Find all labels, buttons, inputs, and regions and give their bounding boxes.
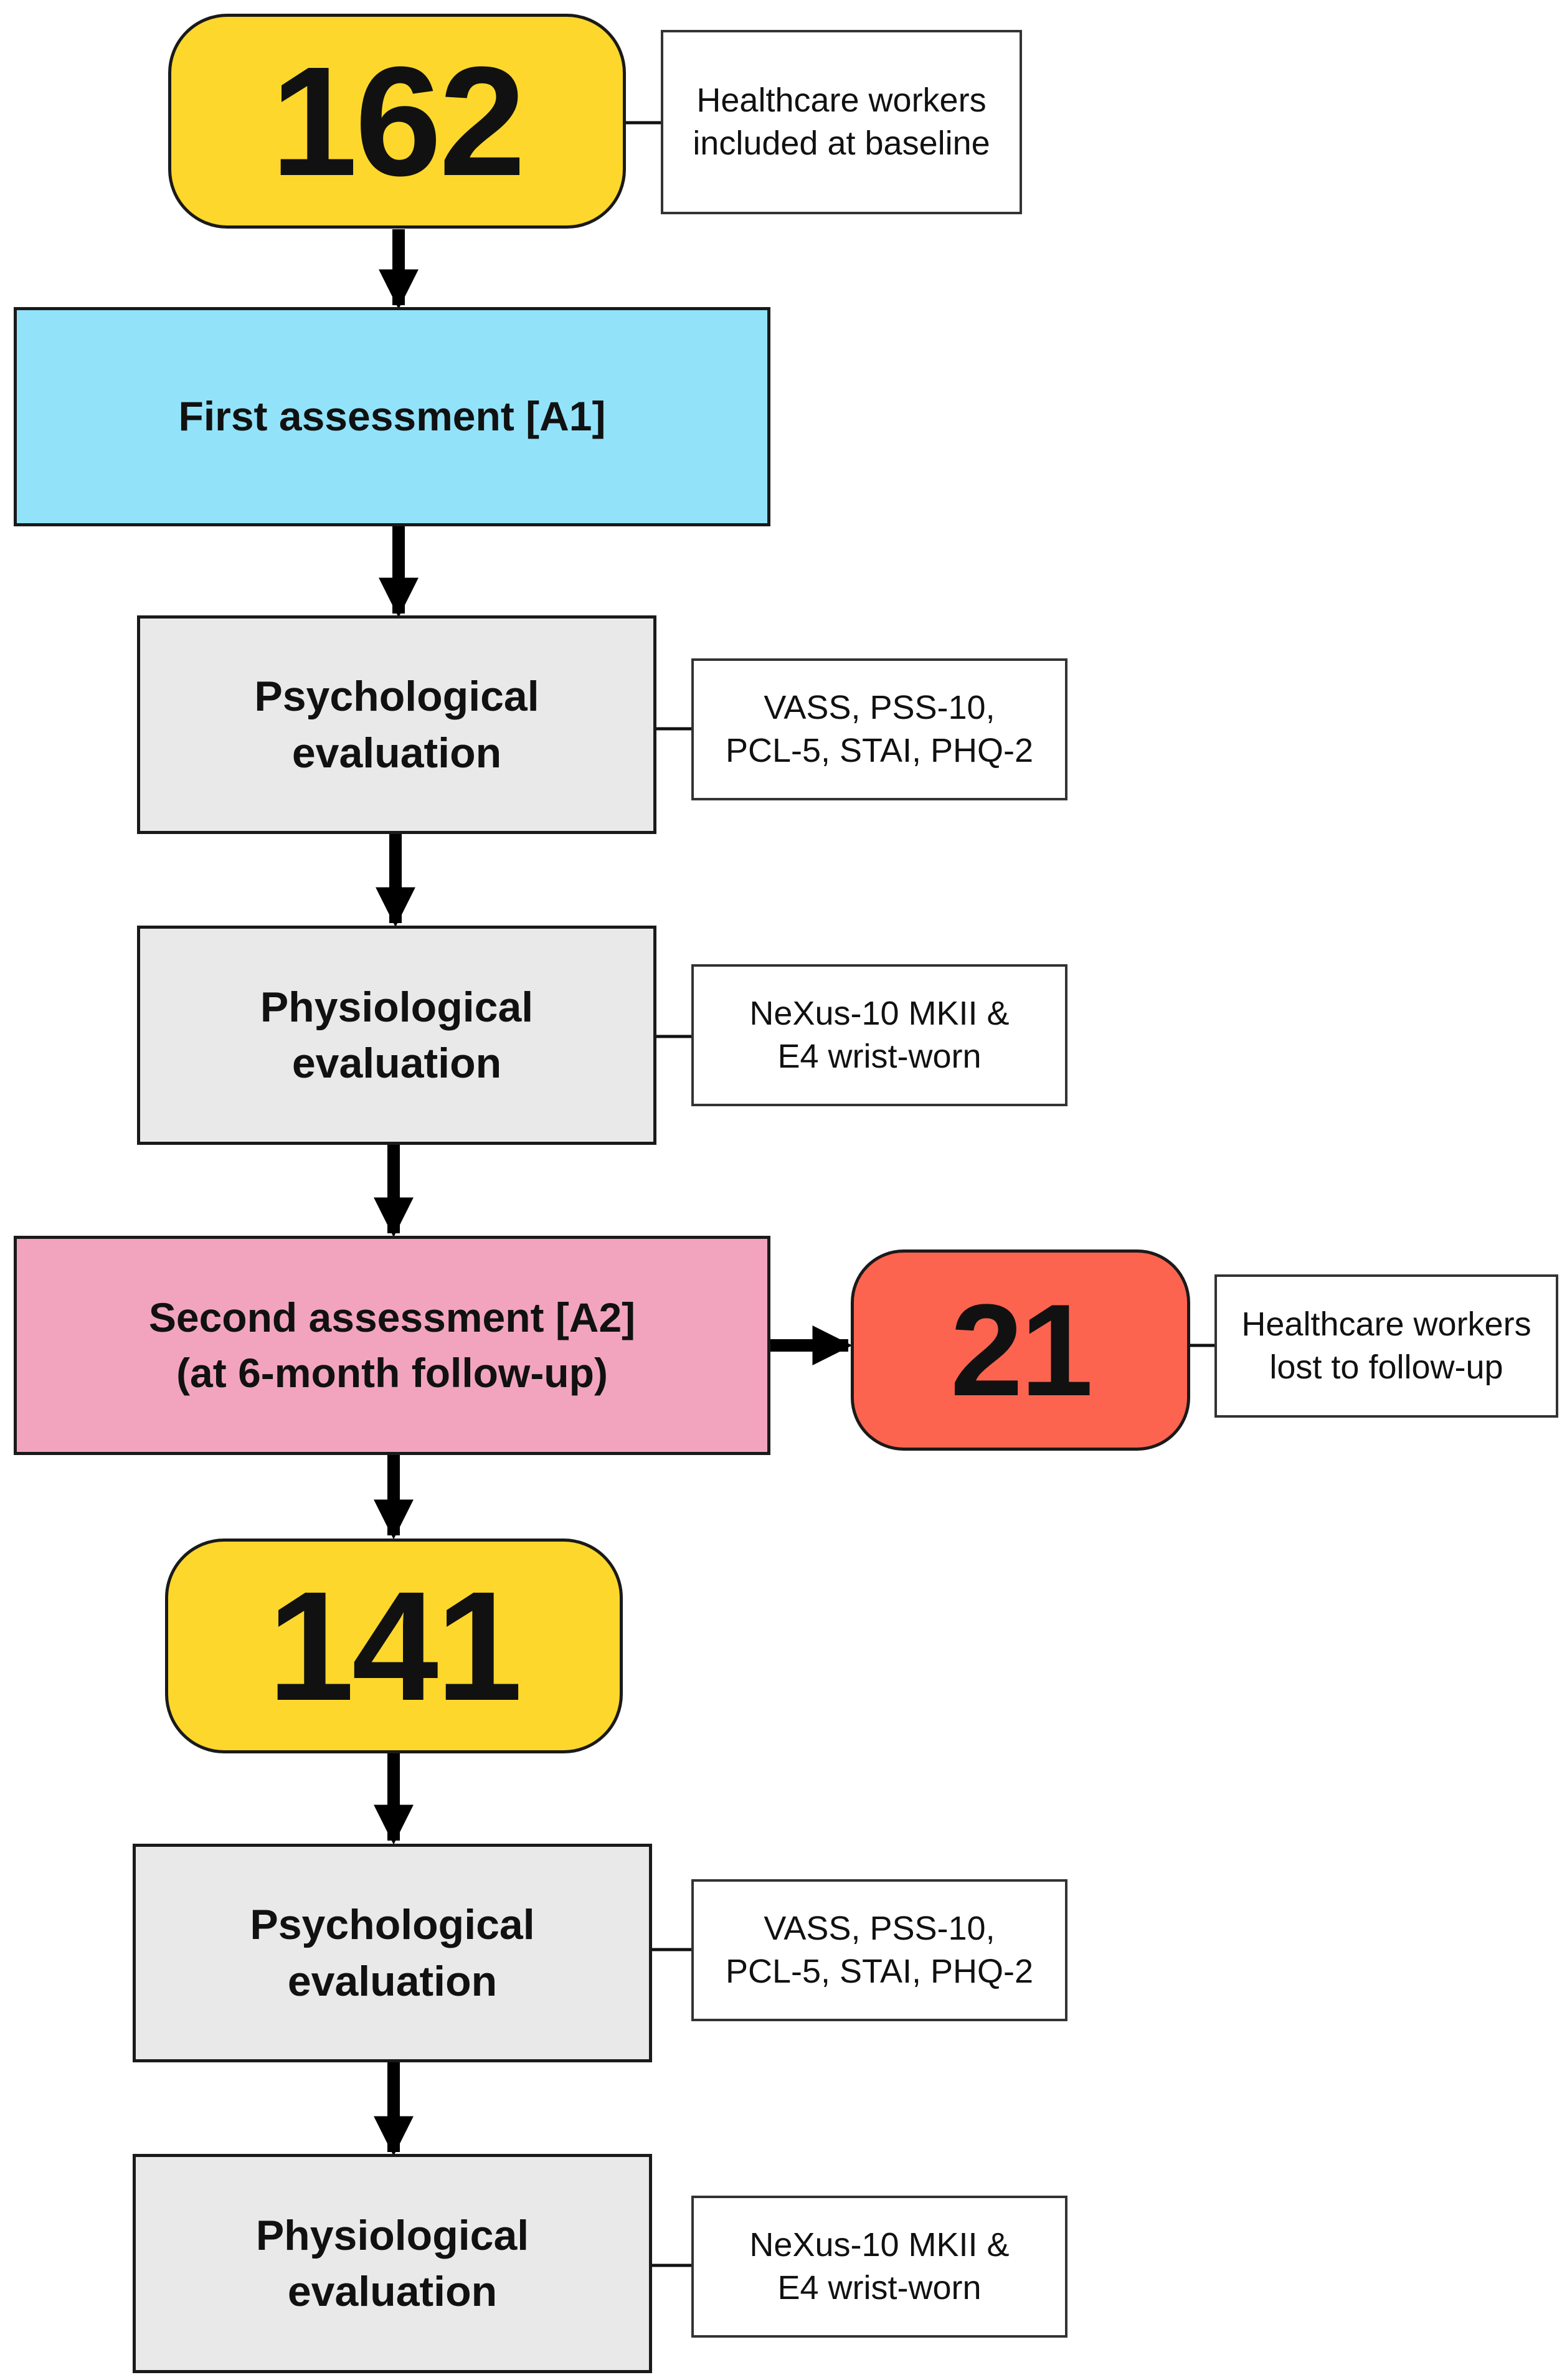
a2-physiological-note: NeXus-10 MKII & E4 wrist-worn [691,2196,1067,2338]
lost-count-box: 21 [851,1249,1190,1451]
second-assessment-box: Second assessment [A2] (at 6-month follo… [14,1236,770,1455]
a1-physiological-box: Physiological evaluation [137,926,656,1145]
a1-physiological-note: NeXus-10 MKII & E4 wrist-worn [691,964,1067,1106]
a1-psychological-note: VASS, PSS-10, PCL-5, STAI, PHQ-2 [691,658,1067,800]
a2-physiological-box: Physiological evaluation [133,2154,652,2373]
a1-physiological-note-line1: NeXus-10 MKII & [749,994,1010,1032]
a2-psychological-note-line1: VASS, PSS-10, [764,1909,995,1947]
baseline-count-box: 162 [168,14,626,229]
a2-physiological-note-line1: NeXus-10 MKII & [749,2226,1010,2264]
second-assessment-label-line2: (at 6-month follow-up) [176,1350,608,1396]
a2-physiological-label-line2: evaluation [287,2268,498,2315]
followup-count: 141 [267,1558,523,1733]
first-assessment-label: First assessment [A1] [178,393,606,440]
a2-psychological-note: VASS, PSS-10, PCL-5, STAI, PHQ-2 [691,1879,1067,2021]
a2-psychological-label-line2: evaluation [287,1957,498,2005]
lost-note-line2: lost to follow-up [1269,1349,1503,1386]
a2-psychological-label-line1: Psychological [250,1901,535,1949]
second-assessment-label-line1: Second assessment [A2] [148,1294,636,1340]
a1-physiological-note-line2: E4 wrist-worn [777,1038,982,1075]
followup-count-box: 141 [165,1538,623,1753]
a1-psychological-note-line1: VASS, PSS-10, [764,688,995,726]
first-assessment-box: First assessment [A1] [14,307,770,526]
a1-psychological-note-line2: PCL-5, STAI, PHQ-2 [725,732,1034,769]
a2-psychological-box: Psychological evaluation [133,1844,652,2062]
a1-psychological-label-line1: Psychological [254,673,539,721]
lost-note-line1: Healthcare workers [1241,1305,1531,1343]
lost-note: Healthcare workers lost to follow-up [1214,1274,1558,1418]
baseline-count: 162 [270,34,526,208]
a2-physiological-note-line2: E4 wrist-worn [777,2269,982,2307]
a2-psychological-note-line2: PCL-5, STAI, PHQ-2 [725,1953,1034,1990]
baseline-note: Healthcare workers included at baseline [661,30,1022,214]
a1-physiological-label-line1: Physiological [260,983,534,1031]
a1-psychological-label-line2: evaluation [291,729,502,777]
baseline-note-line2: included at baseline [693,125,990,162]
a2-physiological-label-line1: Physiological [255,2211,529,2259]
baseline-note-line1: Healthcare workers [696,81,987,119]
a1-psychological-box: Psychological evaluation [137,615,656,834]
a1-physiological-label-line2: evaluation [291,1040,502,1087]
lost-count: 21 [950,1276,1094,1423]
